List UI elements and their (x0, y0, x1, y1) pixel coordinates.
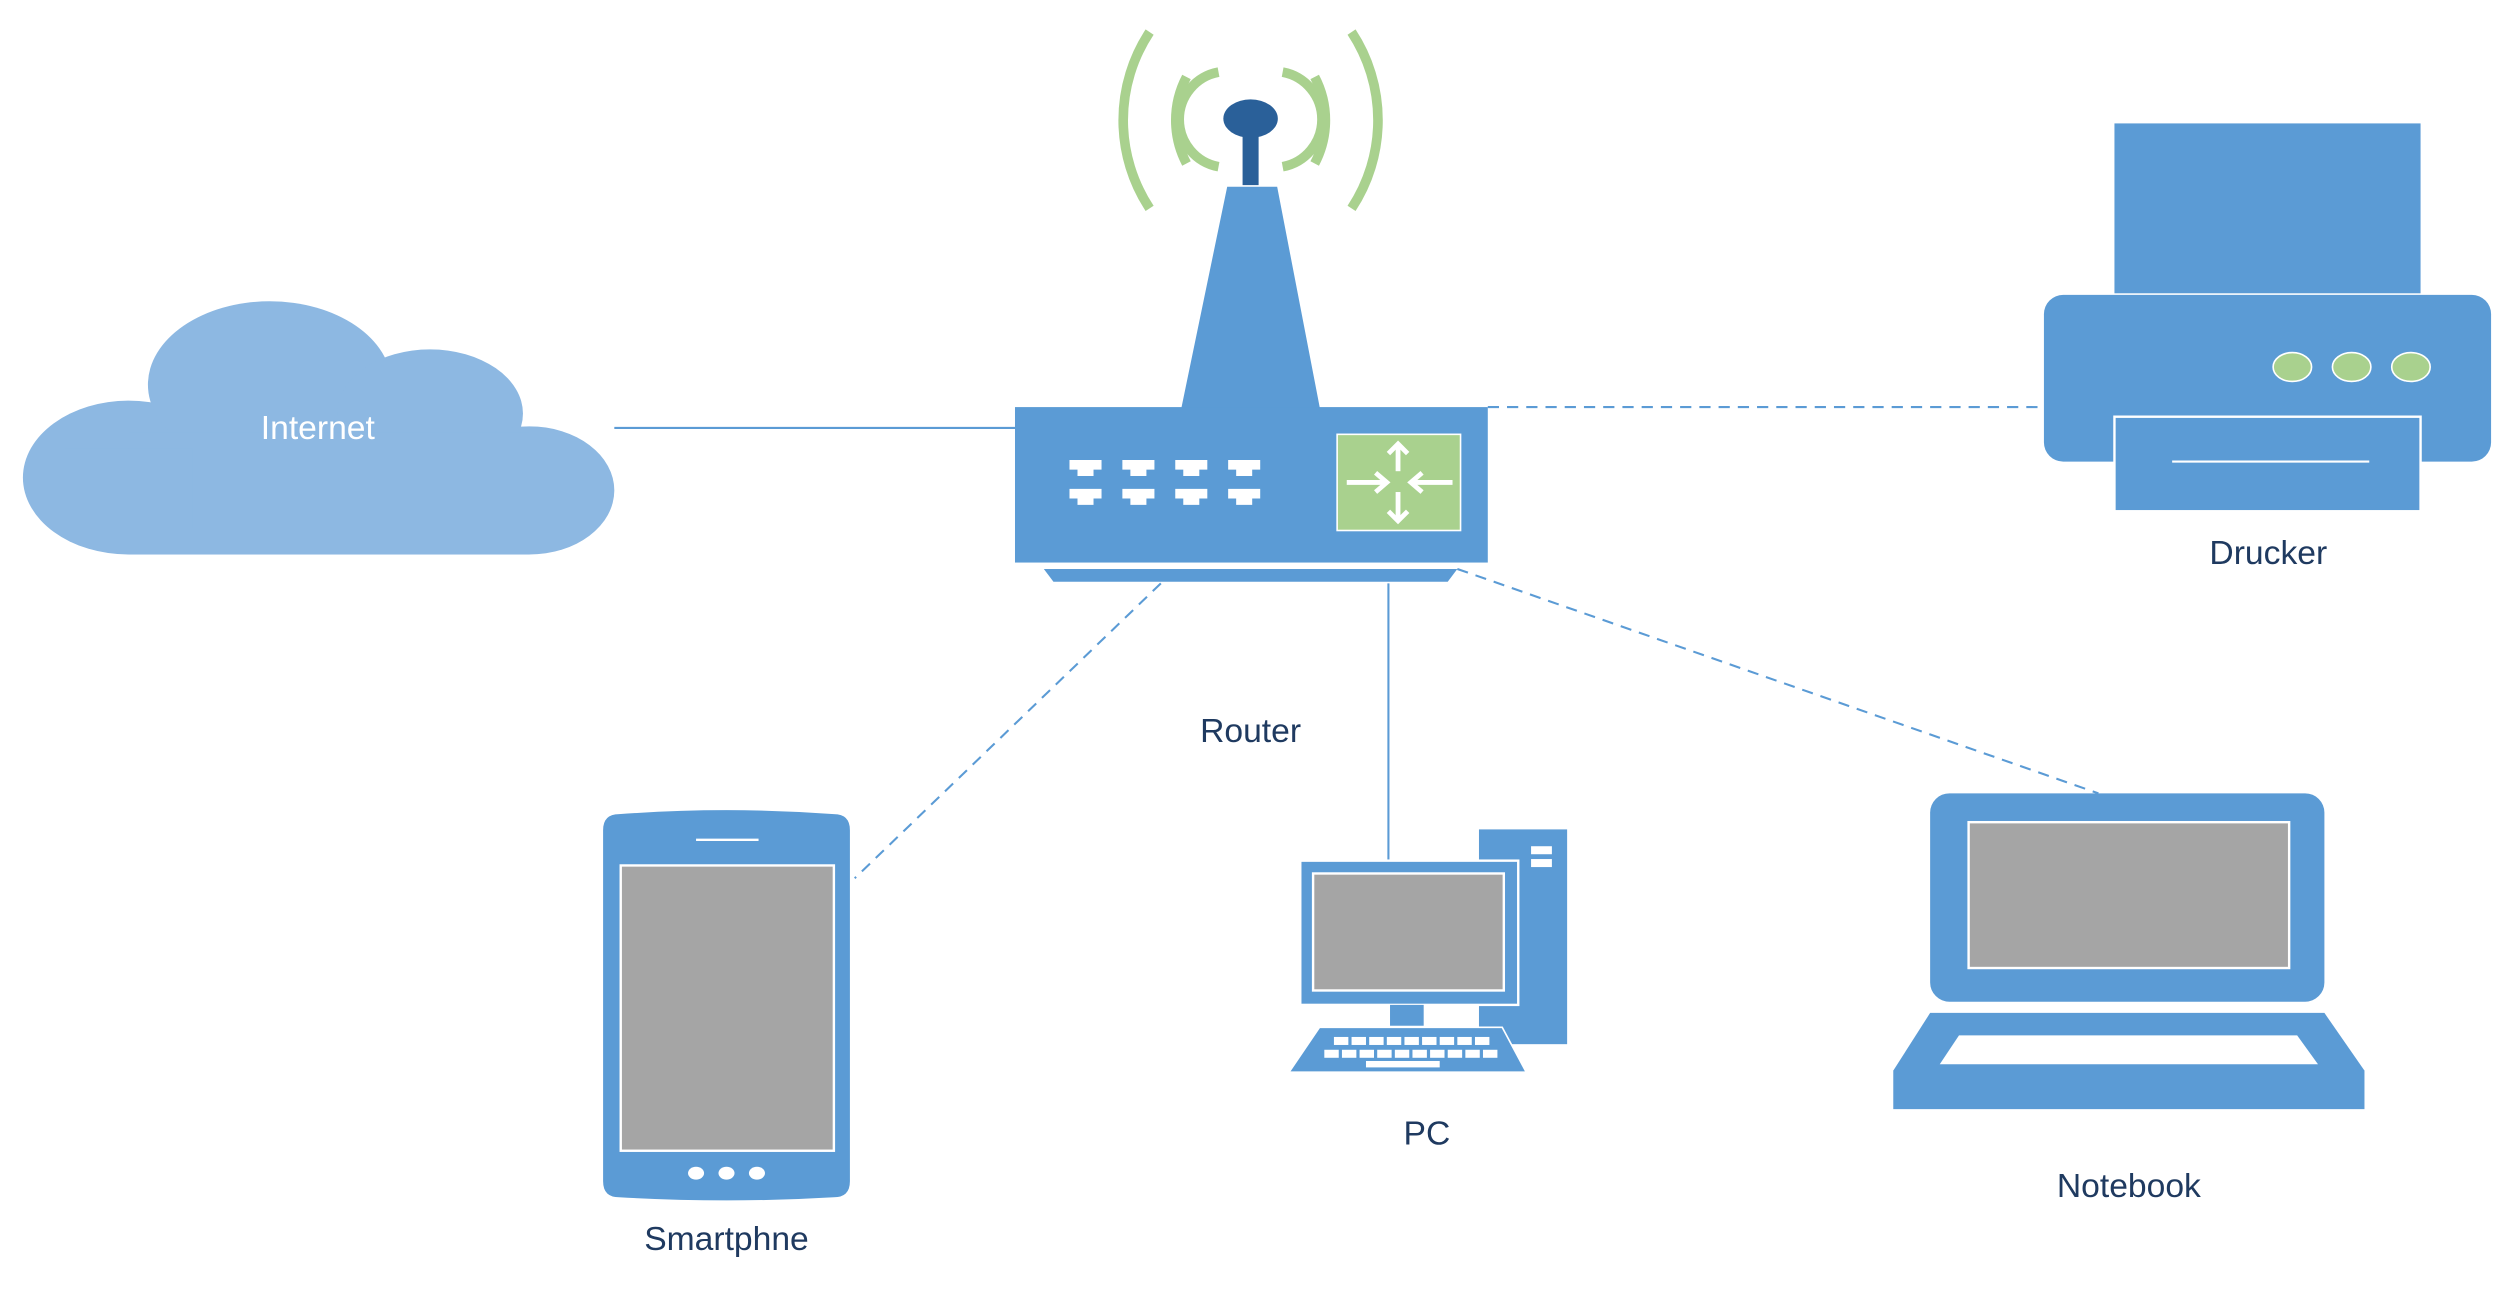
desktop-pc-icon (1287, 827, 1569, 1074)
connection-router-smartphone (853, 582, 1162, 880)
printer-label: Drucker (2209, 535, 2327, 572)
router-arrows-icon (1346, 440, 1453, 525)
printer-icon (2043, 123, 2492, 513)
smartphone-label: Smartphne (644, 1221, 809, 1258)
smartphone-icon (603, 810, 850, 1201)
connection-router-notebook (1456, 567, 2099, 795)
cloud-icon (22, 301, 615, 555)
internet-label: Internet (261, 410, 376, 447)
notebook-label: Notebook (2057, 1168, 2201, 1205)
wifi-router-icon (1014, 29, 1488, 582)
ethernet-ports (1069, 459, 1261, 505)
laptop-icon (1893, 793, 2365, 1110)
router-label: Router (1200, 713, 1301, 750)
pc-label: PC (1404, 1115, 1451, 1152)
